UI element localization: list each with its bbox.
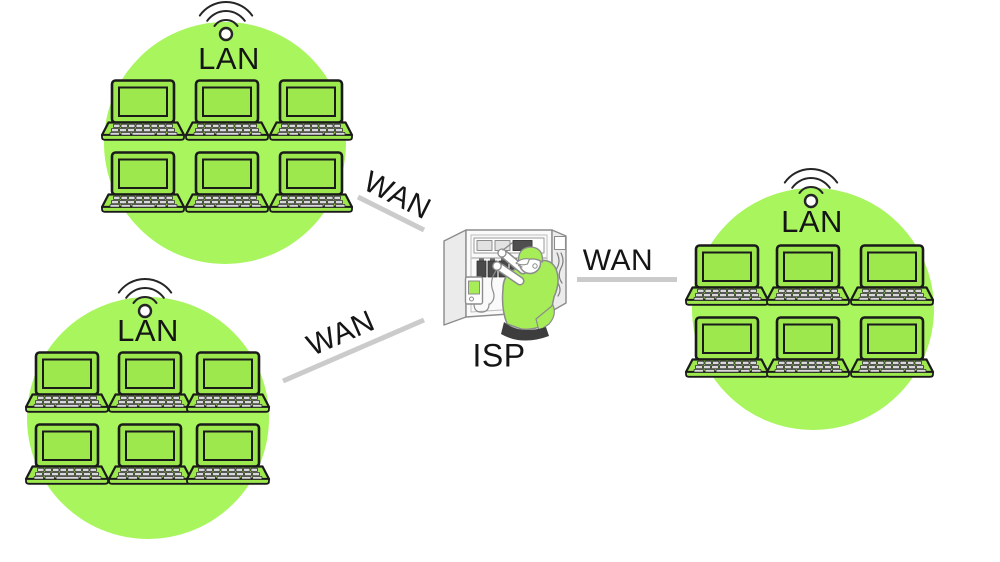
laptop-icon	[268, 151, 354, 214]
wan-line-bottom-left	[282, 317, 425, 384]
laptop-icon	[100, 79, 186, 142]
lan-label-top-left: LAN	[198, 41, 260, 76]
lan-label-right: LAN	[781, 204, 843, 239]
laptop-icon	[184, 151, 270, 214]
laptop-icon	[765, 316, 851, 379]
laptop-icon	[849, 316, 935, 379]
laptop-icon	[268, 79, 354, 142]
lan-label-bottom-left: LAN	[117, 313, 179, 348]
wan-line-top-left	[356, 194, 426, 233]
laptop-icon	[24, 423, 110, 486]
laptop-icon	[849, 244, 935, 307]
laptop-icon	[765, 244, 851, 307]
laptop-icon	[107, 351, 193, 414]
laptop-icon	[684, 316, 770, 379]
laptop-icon	[24, 351, 110, 414]
isp-label: ISP	[472, 337, 526, 374]
wan-label-right: WAN	[582, 244, 654, 277]
laptop-icon	[107, 423, 193, 486]
laptop-icon	[185, 351, 271, 414]
laptop-icon	[684, 244, 770, 307]
technician-at-distribution-cabinet-illustration	[443, 229, 567, 341]
laptop-icon	[185, 423, 271, 486]
laptop-icon	[100, 151, 186, 214]
laptop-icon	[184, 79, 270, 142]
